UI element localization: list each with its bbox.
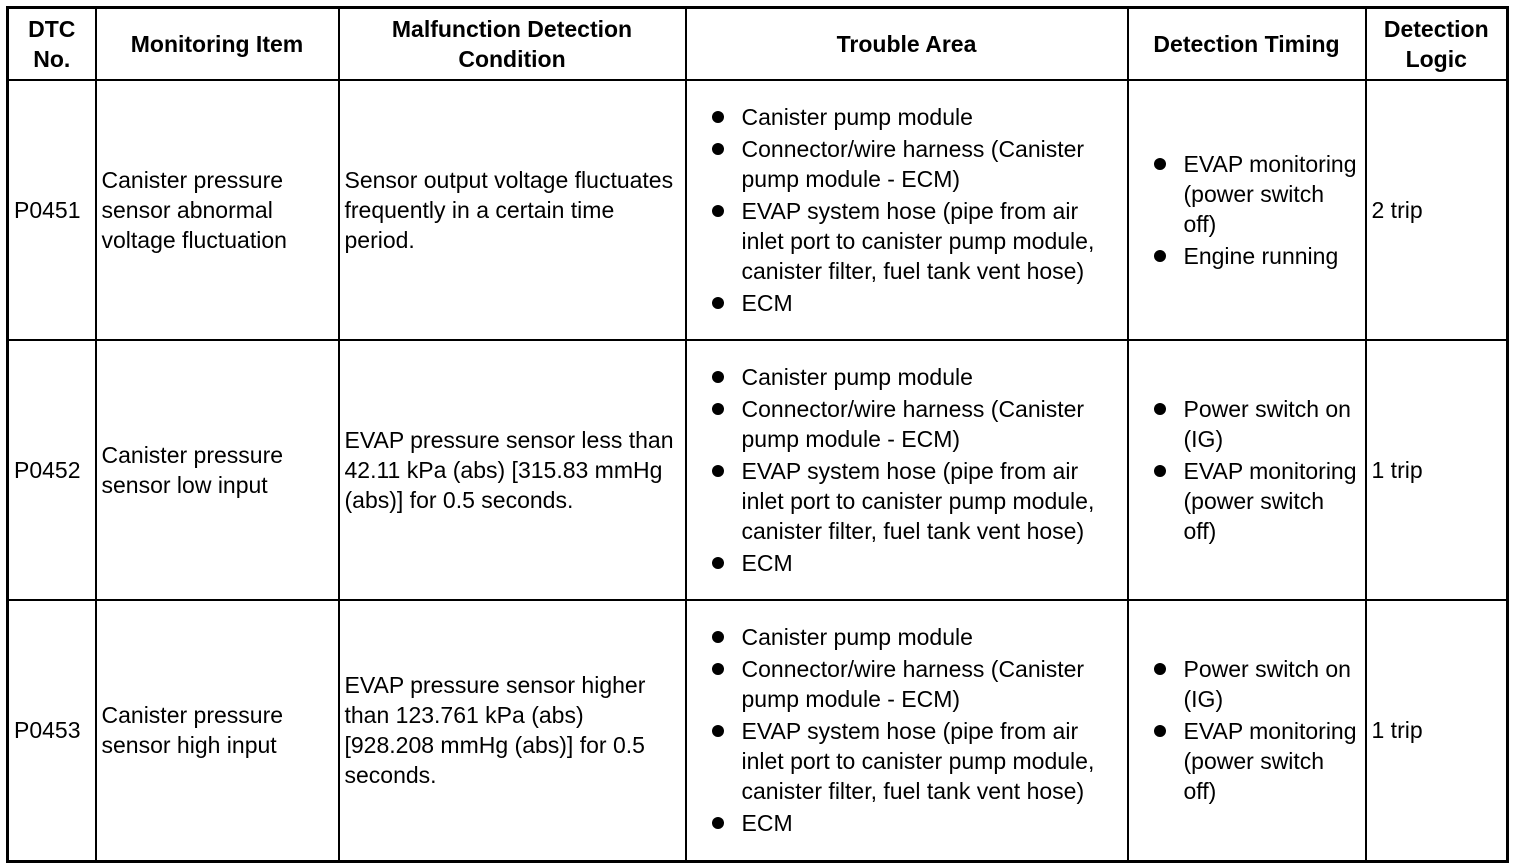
list-item: ECM <box>692 548 1122 578</box>
list-item: Connector/wire harness (Canister pump mo… <box>692 654 1122 714</box>
list-item: Connector/wire harness (Canister pump mo… <box>692 134 1122 194</box>
timing-item: Power switch on (IG) <box>1183 395 1351 452</box>
bullet-icon <box>1153 249 1166 262</box>
bullet-icon <box>711 663 724 676</box>
list-item: Canister pump module <box>692 362 1122 392</box>
bullet-icon <box>711 464 724 477</box>
trouble-area-list: Canister pump module Connector/wire harn… <box>692 102 1122 318</box>
timing-list: Power switch on (IG) EVAP monitoring (po… <box>1134 394 1360 546</box>
trouble-area-item: Canister pump module <box>741 624 973 651</box>
header-row: DTC No. Monitoring Item Malfunction Dete… <box>6 6 1509 81</box>
trouble-area-cell: Canister pump module Connector/wire harn… <box>684 338 1129 601</box>
list-item: EVAP monitoring (power switch off) <box>1134 456 1360 546</box>
monitoring-item-cell: Canister pressure sensor high input <box>94 598 340 863</box>
bullet-icon <box>1153 663 1166 676</box>
timing-list: EVAP monitoring (power switch off) Engin… <box>1134 149 1360 271</box>
bullet-icon <box>711 817 724 830</box>
detection-timing-cell: EVAP monitoring (power switch off) Engin… <box>1126 78 1367 341</box>
header-malfunction-condition: Malfunction Detection Condition <box>337 6 687 81</box>
bullet-icon <box>711 110 724 123</box>
table-row: P0451 Canister pressure sensor abnormal … <box>6 78 1509 341</box>
table-body: P0451 Canister pressure sensor abnormal … <box>6 78 1509 863</box>
detection-timing-cell: Power switch on (IG) EVAP monitoring (po… <box>1126 598 1367 863</box>
list-item: EVAP monitoring (power switch off) <box>1134 716 1360 806</box>
condition-cell: EVAP pressure sensor higher than 123.761… <box>337 598 687 863</box>
bullet-icon <box>1153 402 1166 415</box>
trouble-area-item: EVAP system hose (pipe from air inlet po… <box>741 197 1095 284</box>
header-monitoring-item: Monitoring Item <box>94 6 340 81</box>
list-item: EVAP system hose (pipe from air inlet po… <box>692 456 1122 546</box>
detection-logic-cell: 2 trip <box>1364 78 1509 341</box>
monitoring-item-cell: Canister pressure sensor abnormal voltag… <box>94 78 340 341</box>
bullet-icon <box>711 556 724 569</box>
table-row: P0453 Canister pressure sensor high inpu… <box>6 598 1509 863</box>
timing-list: Power switch on (IG) EVAP monitoring (po… <box>1134 654 1360 806</box>
trouble-area-item: EVAP system hose (pipe from air inlet po… <box>741 457 1095 544</box>
trouble-area-list: Canister pump module Connector/wire harn… <box>692 362 1122 578</box>
list-item: ECM <box>692 808 1122 838</box>
bullet-icon <box>711 402 724 415</box>
list-item: Connector/wire harness (Canister pump mo… <box>692 394 1122 454</box>
bullet-icon <box>711 204 724 217</box>
trouble-area-item: ECM <box>741 289 793 316</box>
header-trouble-area: Trouble Area <box>684 6 1129 81</box>
detection-logic-cell: 1 trip <box>1364 338 1509 601</box>
trouble-area-cell: Canister pump module Connector/wire harn… <box>684 78 1129 341</box>
bullet-icon <box>711 631 724 644</box>
dtc-code-cell: P0451 <box>6 78 97 341</box>
monitoring-item-cell: Canister pressure sensor low input <box>94 338 340 601</box>
bullet-icon <box>1153 464 1166 477</box>
trouble-area-item: Connector/wire harness (Canister pump mo… <box>741 135 1085 192</box>
timing-item: EVAP monitoring (power switch off) <box>1183 150 1357 237</box>
bullet-icon <box>711 296 724 309</box>
bullet-icon <box>1153 157 1166 170</box>
list-item: Power switch on (IG) <box>1134 394 1360 454</box>
list-item: ECM <box>692 288 1122 318</box>
dtc-code-cell: P0453 <box>6 598 97 863</box>
header-dtc-no: DTC No. <box>6 6 97 81</box>
timing-item: Power switch on (IG) <box>1183 656 1351 713</box>
condition-cell: EVAP pressure sensor less than 42.11 kPa… <box>337 338 687 601</box>
list-item: EVAP monitoring (power switch off) <box>1134 149 1360 239</box>
list-item: Canister pump module <box>692 622 1122 652</box>
list-item: Power switch on (IG) <box>1134 654 1360 714</box>
table-header: DTC No. Monitoring Item Malfunction Dete… <box>6 6 1509 81</box>
table-row: P0452 Canister pressure sensor low input… <box>6 338 1509 601</box>
condition-cell: Sensor output voltage fluctuates frequen… <box>337 78 687 341</box>
trouble-area-item: ECM <box>741 549 793 576</box>
trouble-area-item: ECM <box>741 810 793 837</box>
timing-item: Engine running <box>1183 242 1339 269</box>
trouble-area-item: Connector/wire harness (Canister pump mo… <box>741 395 1085 452</box>
list-item: EVAP system hose (pipe from air inlet po… <box>692 196 1122 286</box>
bullet-icon <box>711 725 724 738</box>
trouble-area-cell: Canister pump module Connector/wire harn… <box>684 598 1129 863</box>
trouble-area-list: Canister pump module Connector/wire harn… <box>692 622 1122 838</box>
timing-item: EVAP monitoring (power switch off) <box>1183 457 1357 544</box>
detection-logic-cell: 1 trip <box>1364 598 1509 863</box>
header-detection-logic: Detection Logic <box>1364 6 1509 81</box>
trouble-area-item: Canister pump module <box>741 363 973 390</box>
detection-timing-cell: Power switch on (IG) EVAP monitoring (po… <box>1126 338 1367 601</box>
trouble-area-item: EVAP system hose (pipe from air inlet po… <box>741 718 1095 805</box>
header-detection-timing: Detection Timing <box>1126 6 1367 81</box>
list-item: Canister pump module <box>692 102 1122 132</box>
trouble-area-item: Canister pump module <box>741 103 973 130</box>
dtc-table: DTC No. Monitoring Item Malfunction Dete… <box>6 6 1509 863</box>
bullet-icon <box>711 142 724 155</box>
dtc-code-cell: P0452 <box>6 338 97 601</box>
trouble-area-item: Connector/wire harness (Canister pump mo… <box>741 656 1085 713</box>
list-item: Engine running <box>1134 241 1360 271</box>
bullet-icon <box>1153 725 1166 738</box>
bullet-icon <box>711 370 724 383</box>
list-item: EVAP system hose (pipe from air inlet po… <box>692 716 1122 806</box>
timing-item: EVAP monitoring (power switch off) <box>1183 718 1357 805</box>
